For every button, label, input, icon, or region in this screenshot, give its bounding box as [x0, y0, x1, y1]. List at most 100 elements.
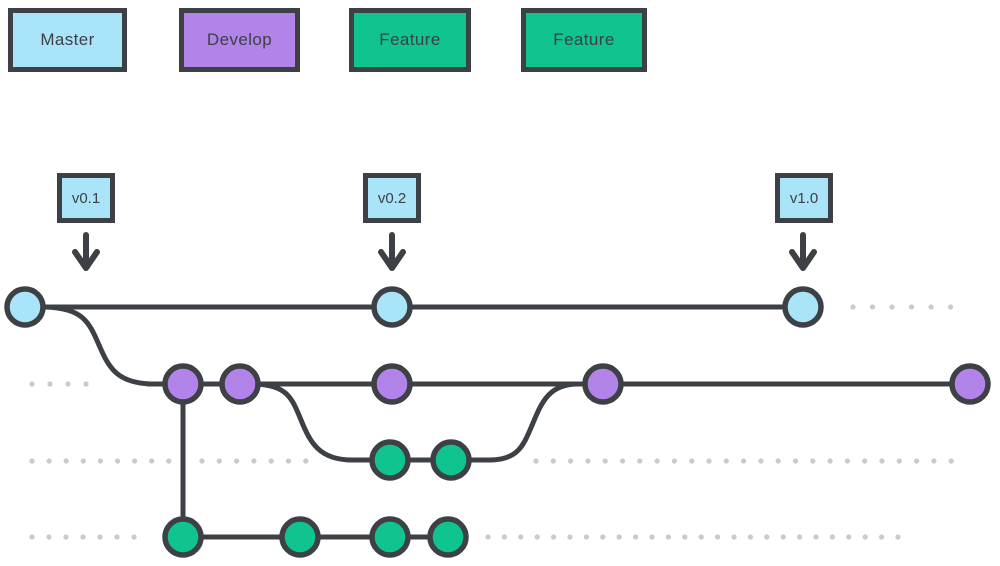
branch-continuation-dot [654, 458, 660, 464]
feature-1-commit-node [430, 439, 472, 481]
branch-continuation-dot [80, 458, 86, 464]
feature-1-commit-node [369, 439, 411, 481]
branch-continuation-dot [829, 534, 836, 540]
tag-arrow-down-icon [72, 232, 100, 271]
feature1-merge-to-develop-curve [487, 381, 581, 463]
branch-continuation-dot [914, 458, 920, 464]
branch-continuation-dot [827, 458, 833, 464]
feature-2-commit-node [162, 516, 204, 558]
branch-continuation-dot [671, 458, 678, 464]
branch-continuation-dot [567, 534, 573, 540]
branch-continuation-dot [65, 381, 71, 387]
branch-continuation-dot [534, 534, 540, 540]
branch-continuation-dot [775, 458, 781, 464]
branch-continuation-dot [619, 458, 626, 464]
branch-continuation-dot [533, 458, 539, 464]
branch-continuation-dot [518, 534, 524, 540]
branch-continuation-dot [46, 534, 52, 540]
branch-continuation-dot [234, 458, 240, 464]
legend-label-feature-1: Feature [379, 30, 441, 49]
branch-continuation-dot [706, 458, 712, 464]
branch-continuation-dot [166, 458, 172, 464]
branch-continuation-dot [114, 534, 120, 540]
branch-continuation-dot [550, 458, 556, 464]
branch-continuation-dot [780, 534, 786, 540]
branch-continuation-dot [758, 458, 764, 464]
legend-label-master: Master [40, 30, 95, 49]
tag-label-v0-2: v0.2 [377, 189, 407, 207]
branch-continuation-dot [844, 458, 851, 464]
develop-to-feature1-branch-curve [252, 381, 355, 463]
branch-continuation-dot [792, 458, 799, 464]
tag-arrow-down-icon [789, 232, 817, 271]
branch-continuation-dot [216, 458, 222, 464]
legend-box-master: Master [8, 8, 127, 72]
tag-box-v0-2: v0.2 [363, 173, 421, 223]
branch-continuation-dot [948, 458, 954, 464]
legend-box-feature-1: Feature [349, 8, 471, 72]
tag-label-v0-1: v0.1 [71, 189, 101, 207]
legend-box-develop: Develop [179, 8, 300, 72]
branch-continuation-dot [199, 458, 205, 464]
branch-continuation-dot [616, 534, 622, 540]
branch-continuation-dot [551, 534, 557, 540]
branch-continuation-dot [649, 534, 655, 540]
develop-commit-node [949, 363, 991, 405]
branch-continuation-dot [568, 458, 574, 464]
branch-continuation-dot [583, 534, 590, 540]
tag-label-v1-0: v1.0 [789, 189, 819, 207]
master-commit-node [4, 286, 46, 328]
branch-continuation-dot [131, 534, 137, 540]
branch-continuation-dot [268, 458, 274, 464]
branch-continuation-dot [879, 534, 885, 540]
branch-continuation-dot [501, 534, 507, 540]
tag-arrow-down-icon [378, 232, 406, 271]
develop-commit-node [219, 363, 261, 405]
branch-continuation-dot [585, 458, 591, 464]
tag-box-v1-0: v1.0 [775, 173, 833, 223]
branch-continuation-dot [715, 534, 721, 540]
branch-continuation-dot [600, 534, 606, 540]
branch-continuation-dot [303, 458, 309, 464]
branch-continuation-dot [862, 458, 868, 464]
develop-commit-node [371, 363, 413, 405]
branch-continuation-dot [285, 458, 292, 464]
branch-continuation-dot [797, 534, 803, 540]
branch-continuation-dot [723, 458, 729, 464]
branch-continuation-dot [63, 458, 69, 464]
master-commit-node [371, 286, 413, 328]
branch-continuation-dot [741, 458, 747, 464]
branch-continuation-dot [869, 304, 876, 310]
branch-continuation-dot [879, 458, 885, 464]
branch-continuation-dot [97, 534, 103, 540]
branch-continuation-dot [132, 458, 138, 464]
legend-box-feature-2: Feature [521, 8, 647, 72]
develop-commit-node [582, 363, 624, 405]
feature-2-commit-node [369, 516, 411, 558]
branch-continuation-dot [114, 458, 121, 464]
branch-continuation-dot [485, 534, 491, 540]
master-commit-node [782, 286, 824, 328]
branch-continuation-dot [46, 458, 52, 464]
branch-continuation-dot [810, 458, 816, 464]
branch-continuation-dot [29, 381, 35, 387]
branch-continuation-dot [862, 534, 868, 540]
branch-continuation-dot [764, 534, 770, 540]
branch-continuation-dot [149, 458, 155, 464]
branch-continuation-dot [747, 534, 754, 540]
develop-commit-node [162, 363, 204, 405]
branch-continuation-dot [895, 534, 901, 540]
branch-continuation-dot [947, 304, 954, 310]
branch-continuation-dot [689, 458, 695, 464]
branch-continuation-dot [731, 534, 737, 540]
branch-continuation-dot [83, 381, 89, 387]
branch-continuation-dot [846, 534, 852, 540]
feature-2-commit-node [427, 516, 469, 558]
branch-continuation-dot [908, 304, 915, 310]
branch-continuation-dot [889, 304, 895, 310]
branch-continuation-dot [931, 458, 937, 464]
master-to-develop-branch-curve [42, 304, 158, 387]
branch-continuation-dot [29, 534, 35, 540]
